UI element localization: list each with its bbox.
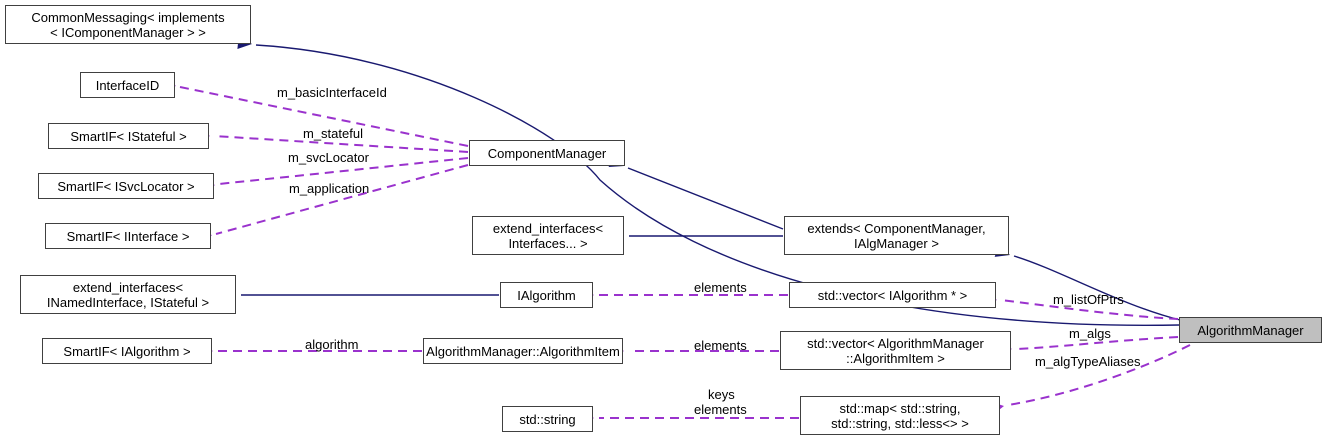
- class-node-label: AlgorithmManager::AlgorithmItem: [426, 343, 620, 359]
- class-node-label: extend_interfaces< Interfaces... >: [492, 220, 604, 251]
- edge-label-lbl-algorithm: algorithm: [305, 337, 359, 352]
- class-node-label: AlgorithmManager: [1197, 322, 1304, 338]
- edge-label-lbl-m-application: m_application: [289, 181, 370, 196]
- edge-label-lbl-elements-map: elements: [694, 402, 747, 417]
- edge-algorithmmanager-to-map: [1007, 344, 1191, 406]
- class-node-std-map-string-string[interactable]: std::map< std::string, std::string, std:…: [800, 396, 1000, 435]
- edge-extends-to-componentmanager: [627, 167, 784, 230]
- edge-label-lbl-elements-vec-item: elements: [694, 338, 747, 353]
- edge-algorithmmanager-to-commonmessaging: [255, 44, 1180, 326]
- edge-componentmanager-to-smartif-iinterface: [215, 164, 469, 235]
- class-node-smartif-ialgorithm[interactable]: SmartIF< IAlgorithm >: [42, 338, 212, 364]
- class-node-label: std::map< std::string, std::string, std:…: [831, 400, 969, 431]
- edge-label-lbl-m-svclocator: m_svcLocator: [288, 150, 369, 165]
- edge-componentmanager-to-interfaceid: [179, 86, 469, 147]
- class-node-vector-ialgorithm-ptr[interactable]: std::vector< IAlgorithm * >: [789, 282, 996, 308]
- class-node-label: SmartIF< IInterface >: [66, 228, 190, 244]
- class-node-smartif-iinterface[interactable]: SmartIF< IInterface >: [45, 223, 211, 249]
- class-node-smartif-isvclocator[interactable]: SmartIF< ISvcLocator >: [38, 173, 214, 199]
- class-node-common-messaging[interactable]: CommonMessaging< implements < IComponent…: [5, 5, 251, 44]
- class-node-label: SmartIF< IStateful >: [70, 128, 187, 144]
- edge-label-lbl-m-stateful: m_stateful: [303, 126, 363, 141]
- class-node-ialgorithm[interactable]: IAlgorithm: [500, 282, 593, 308]
- edge-label-lbl-elements-vec-ialg: elements: [694, 280, 747, 295]
- edge-label-lbl-m-listofptrs: m_listOfPtrs: [1053, 292, 1124, 307]
- class-node-std-string[interactable]: std::string: [502, 406, 593, 432]
- class-node-extend-interfaces-variadic[interactable]: extend_interfaces< Interfaces... >: [472, 216, 624, 255]
- class-node-smartif-istateful[interactable]: SmartIF< IStateful >: [48, 123, 209, 149]
- class-node-label: CommonMessaging< implements < IComponent…: [31, 9, 225, 40]
- class-node-vector-algorithmitem[interactable]: std::vector< AlgorithmManager ::Algorith…: [780, 331, 1011, 370]
- class-node-label: ComponentManager: [487, 145, 607, 161]
- edge-algorithmmanager-to-vectoritem: [1015, 336, 1179, 350]
- class-node-algorithm-manager[interactable]: AlgorithmManager: [1179, 317, 1322, 343]
- edge-label-lbl-m-algtypealiases: m_algTypeAliases: [1035, 354, 1141, 369]
- class-node-component-manager[interactable]: ComponentManager: [469, 140, 625, 166]
- edge-algorithmmanager-to-extends: [1013, 255, 1181, 321]
- class-node-label: InterfaceID: [95, 77, 160, 93]
- class-node-label: SmartIF< IAlgorithm >: [63, 343, 191, 359]
- class-node-label: extends< ComponentManager, IAlgManager >: [807, 220, 986, 251]
- class-node-algorithmitem[interactable]: AlgorithmManager::AlgorithmItem: [423, 338, 623, 364]
- class-node-extends-componentmanager-ialgmanager[interactable]: extends< ComponentManager, IAlgManager >: [784, 216, 1009, 255]
- edge-componentmanager-to-smartif-isvclocator: [218, 157, 469, 185]
- class-node-label: SmartIF< ISvcLocator >: [57, 178, 195, 194]
- edge-label-lbl-m-basicinterfaceid: m_basicInterfaceId: [277, 85, 387, 100]
- class-node-extend-interfaces-named[interactable]: extend_interfaces< INamedInterface, ISta…: [20, 275, 236, 314]
- class-node-label: IAlgorithm: [517, 287, 576, 303]
- edge-label-lbl-m-algs: m_algs: [1069, 326, 1111, 341]
- class-node-label: extend_interfaces< INamedInterface, ISta…: [46, 279, 210, 310]
- class-node-label: std::vector< AlgorithmManager ::Algorith…: [807, 335, 984, 366]
- edge-componentmanager-to-smartif-istateful: [213, 135, 469, 153]
- class-node-interface-id[interactable]: InterfaceID: [80, 72, 175, 98]
- class-node-label: std::vector< IAlgorithm * >: [817, 287, 968, 303]
- edge-label-lbl-keys: keys: [708, 387, 735, 402]
- edge-algorithmmanager-to-vectorialg: [1000, 299, 1179, 320]
- class-node-label: std::string: [519, 411, 576, 427]
